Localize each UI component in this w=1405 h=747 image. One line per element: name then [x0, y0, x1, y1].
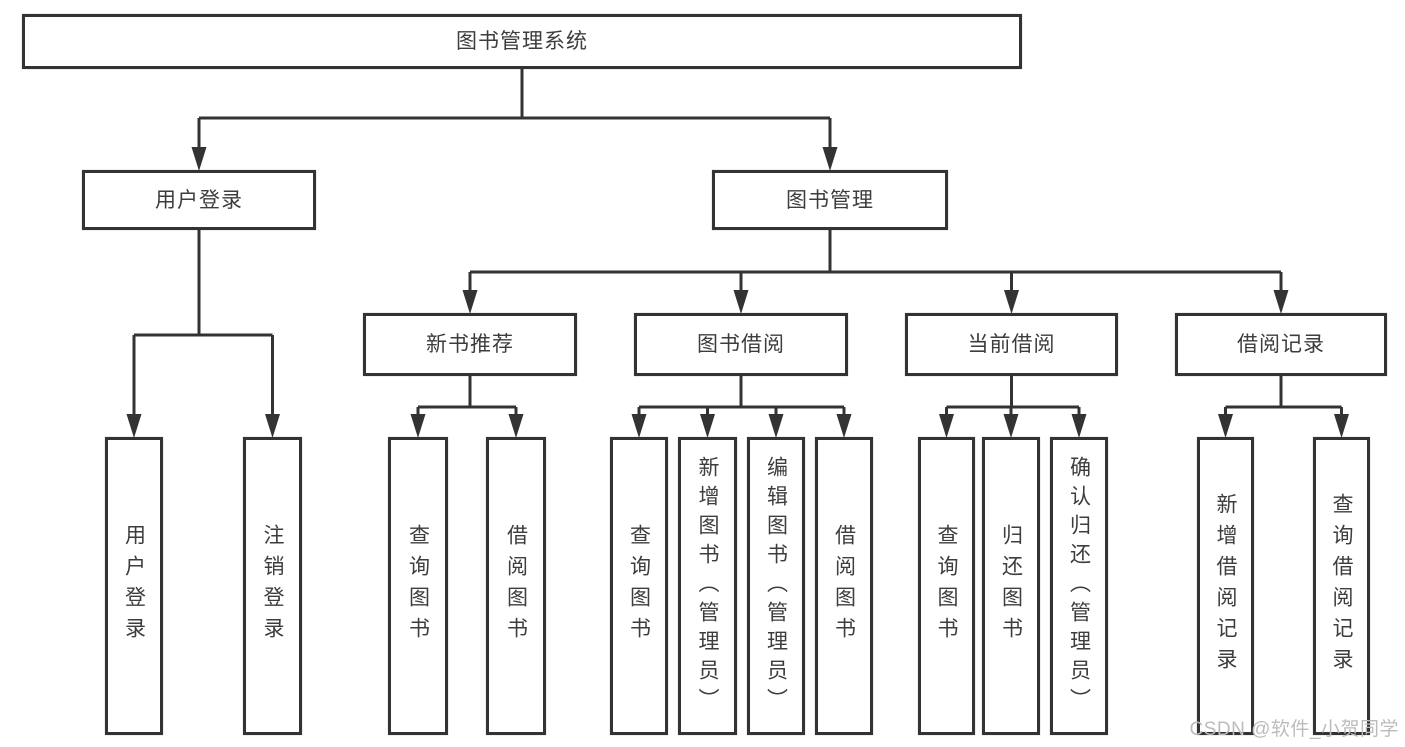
leaf-newbook-borrow: 借阅图书 [486, 437, 546, 735]
leaf-borrow-add: 新增图书（管理员） [678, 437, 737, 735]
leaf-newbook-query: 查询图书 [388, 437, 448, 735]
leaf-current-query: 查询图书 [918, 437, 975, 735]
leaf-current-confirm: 确认归还（管理员） [1050, 437, 1108, 735]
node-book-mgmt: 图书管理 [712, 170, 948, 230]
leaf-current-return: 归还图书 [982, 437, 1040, 735]
leaf-borrow-query: 查询图书 [610, 437, 668, 735]
node-borrow-record: 借阅记录 [1175, 313, 1387, 376]
leaf-record-add: 新增借阅记录 [1197, 437, 1254, 735]
node-current-borrow: 当前借阅 [905, 313, 1118, 376]
node-new-book: 新书推荐 [363, 313, 577, 376]
leaf-logout: 注销登录 [243, 437, 302, 735]
node-user-login: 用户登录 [82, 170, 316, 230]
leaf-borrow-edit: 编辑图书（管理员） [747, 437, 805, 735]
leaf-borrow-borrow: 借阅图书 [815, 437, 873, 735]
node-book-borrow: 图书借阅 [634, 313, 848, 376]
node-root: 图书管理系统 [22, 14, 1022, 69]
leaf-record-query: 查询借阅记录 [1313, 437, 1370, 735]
leaf-user-login: 用户登录 [105, 437, 163, 735]
